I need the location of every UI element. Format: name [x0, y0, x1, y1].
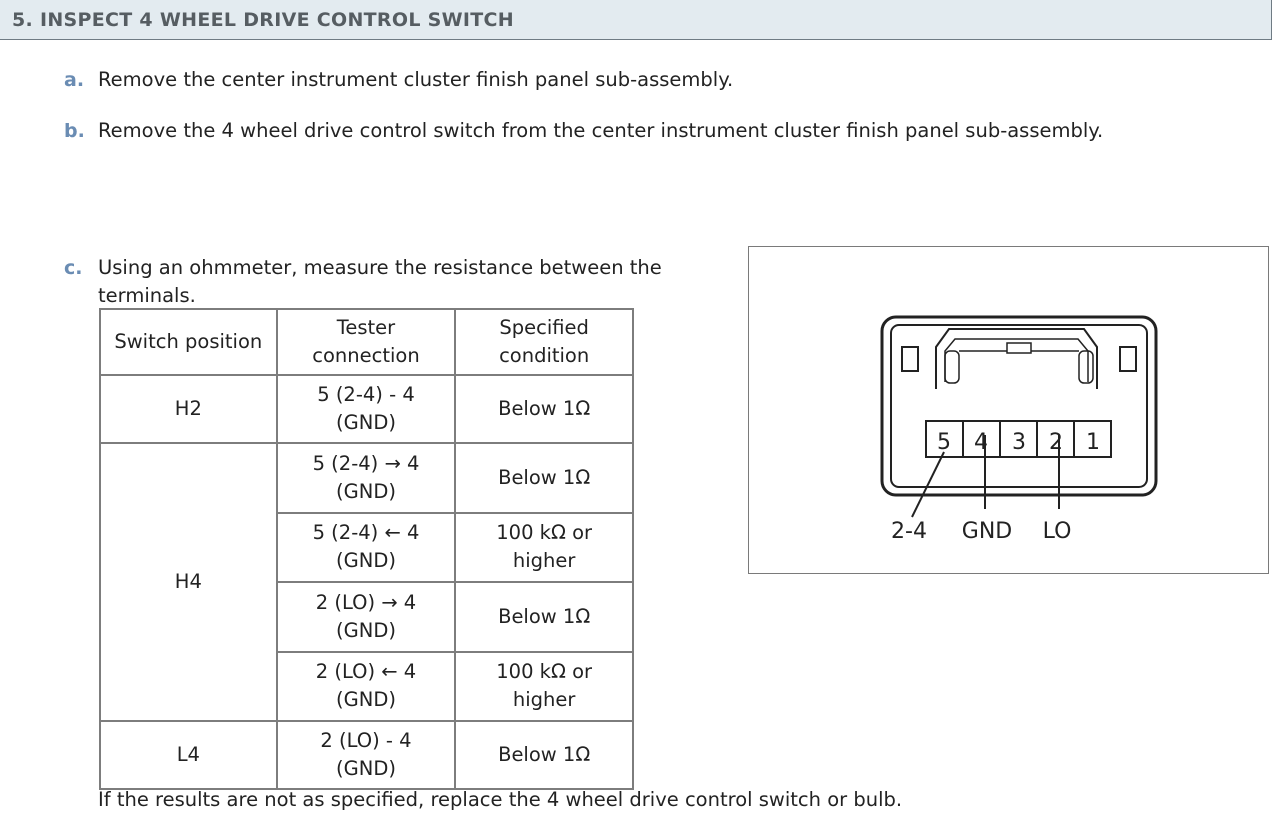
- tester-connection-cell: 5 (2-4) - 4 (GND): [275, 374, 457, 444]
- table-header-row: Switch position Tester connection Specif…: [99, 308, 634, 376]
- tester-connection-cell: 2 (LO) ← 4 (GND): [275, 650, 457, 722]
- tester-connection-cell: 5 (2-4) → 4 (GND): [275, 442, 457, 514]
- pin-label: 3: [1012, 430, 1026, 455]
- step-a-text: Remove the center instrument cluster fin…: [98, 68, 734, 91]
- switch-position-cell: L4: [99, 720, 278, 790]
- tester-connection-cell: 5 (2-4) ← 4 (GND): [275, 511, 457, 583]
- specified-condition-cell: Below 1Ω: [454, 581, 634, 653]
- leader-line-2-4: [911, 451, 945, 518]
- header-specified-condition: Specified condition: [454, 308, 634, 376]
- table-row: 2 (LO) → 4 (GND) Below 1Ω: [100, 581, 634, 653]
- replacement-note: If the results are not as specified, rep…: [98, 788, 903, 811]
- specified-condition-cell: 100 kΩ or higher: [454, 650, 634, 722]
- step-c-letter: c.: [64, 257, 83, 279]
- latch-tab: [1006, 342, 1032, 354]
- right-post: [1078, 350, 1094, 384]
- left-lock: [901, 346, 919, 372]
- pin-label: 5: [937, 430, 951, 455]
- callout-label: LO: [1043, 519, 1072, 544]
- left-post: [944, 350, 960, 384]
- section-header: 5. INSPECT 4 WHEEL DRIVE CONTROL SWITCH: [0, 0, 1272, 40]
- tester-connection-cell: 2 (LO) → 4 (GND): [275, 581, 457, 653]
- table-row: L4 2 (LO) - 4 (GND) Below 1Ω: [99, 720, 634, 790]
- switch-position-cell: H4: [99, 442, 278, 722]
- table-row: 5 (2-4) ← 4 (GND) 100 kΩ or higher: [100, 511, 634, 583]
- latch-outline: [935, 328, 1098, 389]
- specified-condition-cell: 100 kΩ or higher: [454, 511, 634, 583]
- header-tester-connection: Tester connection: [275, 308, 457, 376]
- specified-condition-cell: Below 1Ω: [454, 442, 634, 514]
- right-lock: [1119, 346, 1137, 372]
- pin-label: 2: [1049, 430, 1063, 455]
- table-row: H2 5 (2-4) - 4 (GND) Below 1Ω: [99, 374, 634, 444]
- connector-housing-inner: [890, 324, 1148, 488]
- section-title: 5. INSPECT 4 WHEEL DRIVE CONTROL SWITCH: [12, 9, 514, 31]
- specified-condition-cell: Below 1Ω: [454, 720, 634, 790]
- step-b-letter: b.: [64, 120, 85, 142]
- step-a-letter: a.: [64, 69, 85, 91]
- step-c-text: Using an ohmmeter, measure the resistanc…: [98, 256, 662, 307]
- callout-label: GND: [962, 519, 1012, 544]
- connector-housing-outer: [880, 315, 1158, 497]
- connector-diagram: 5 4 3 2 1 2-4 GND LO: [748, 246, 1269, 574]
- tester-connection-cell: 2 (LO) - 4 (GND): [275, 720, 457, 790]
- switch-position-cell: H2: [99, 374, 278, 444]
- step-b-text: Remove the 4 wheel drive control switch …: [98, 119, 1104, 142]
- terminal-block: [925, 420, 1112, 458]
- specified-condition-cell: Below 1Ω: [454, 374, 634, 444]
- latch-inner: [944, 338, 1089, 382]
- table-row: H4 5 (2-4) → 4 (GND) Below 1Ω: [99, 442, 634, 722]
- resistance-spec-table: Switch position Tester connection Specif…: [99, 308, 634, 790]
- connector-diagram-svg: 5 4 3 2 1 2-4 GND LO: [880, 315, 1158, 544]
- callout-label: 2-4: [891, 519, 927, 544]
- pin-label: 1: [1086, 430, 1100, 455]
- header-switch-position: Switch position: [99, 308, 278, 376]
- table-row: 2 (LO) ← 4 (GND) 100 kΩ or higher: [100, 650, 634, 722]
